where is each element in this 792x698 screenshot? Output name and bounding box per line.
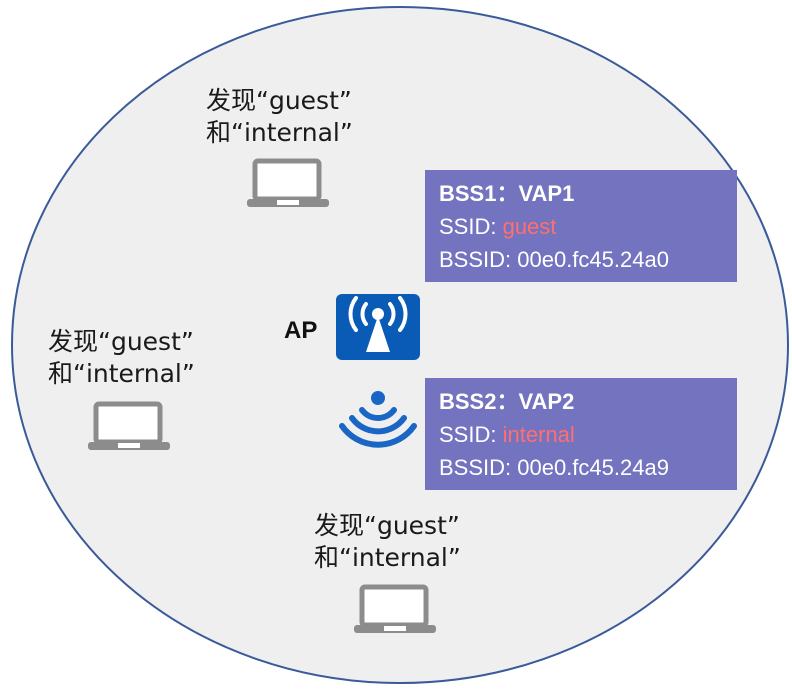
ssid-line: SSID: internal [439,418,737,451]
bss-info-box: BSS2：VAP2 SSID: internal BSSID: 00e0.fc4… [425,378,737,490]
bssid-value: 00e0.fc45.24a9 [517,455,669,480]
bss-title: BSS1：VAP1 [439,181,575,206]
client-label-line1: 发现“guest” [48,327,194,356]
bssid-label: BSSID: [439,455,518,480]
client-label-line1: 发现“guest” [206,86,352,115]
ssid-label: SSID: [439,422,503,447]
laptop-icon [354,584,436,633]
client-label: 发现“guest” 和“internal” [314,510,461,574]
bssid-label: BSSID: [439,247,518,272]
bss-info-box: BSS1：VAP1 SSID: guest BSSID: 00e0.fc45.2… [425,170,737,282]
client-label-line2: 和“internal” [314,543,461,572]
client-label: 发现“guest” 和“internal” [206,85,353,149]
ssid-label: SSID: [439,214,503,239]
client-label-line1: 发现“guest” [314,511,460,540]
ap-label: AP [284,317,318,344]
laptop-icon [88,401,170,450]
client-label-line2: 和“internal” [206,118,353,147]
bssid-line: BSSID: 00e0.fc45.24a0 [439,243,737,276]
bssid-value: 00e0.fc45.24a0 [517,247,669,272]
client-label-line2: 和“internal” [48,359,195,388]
ssid-value: internal [502,422,575,447]
ssid-line: SSID: guest [439,210,737,243]
access-point-icon [336,294,420,360]
bssid-line: BSSID: 00e0.fc45.24a9 [439,451,737,484]
client-label: 发现“guest” 和“internal” [48,326,195,390]
bss-title: BSS2：VAP2 [439,389,575,414]
laptop-icon [247,158,329,207]
ssid-value: guest [502,214,557,239]
wifi-signal-icon [339,391,417,448]
